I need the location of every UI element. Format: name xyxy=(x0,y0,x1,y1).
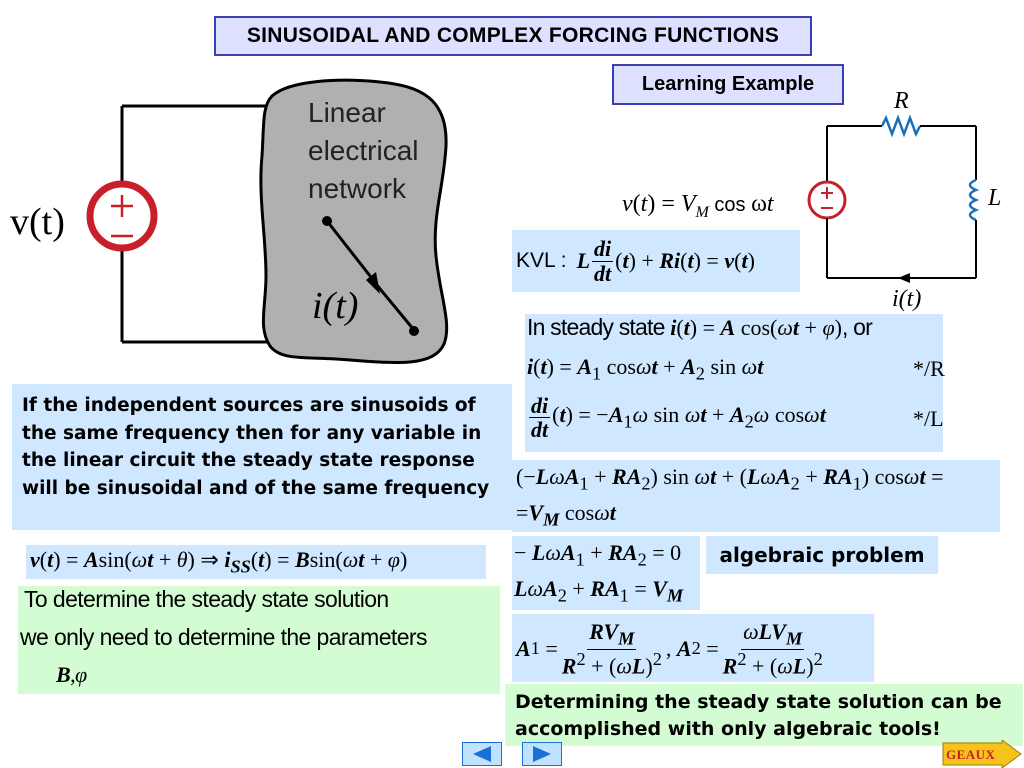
geaux-label: GEAUX xyxy=(946,747,996,762)
linear-network-figure xyxy=(86,78,449,365)
network-current-label: i(t) xyxy=(312,285,359,327)
steady-state-intro: In steady state xyxy=(527,314,665,340)
conclusion-text: Determining the steady state solution ca… xyxy=(505,684,1023,746)
network-label-line: electrical xyxy=(308,135,419,166)
learning-example-label: Learning Example xyxy=(612,64,844,105)
determine-block: To determine the steady state solution w… xyxy=(18,586,500,694)
rl-circuit-figure xyxy=(807,114,980,283)
network-blob xyxy=(259,78,449,365)
network-label-line: Linear xyxy=(308,97,386,128)
source-voltage-label: v(t) xyxy=(10,201,65,243)
expanded-line2: =VM cosωt xyxy=(516,500,616,530)
info-text: If the independent sources are sinusoids… xyxy=(12,384,512,530)
prev-slide-button[interactable] xyxy=(462,742,502,766)
steady-state-block: In steady state i(t) = A cos(ωt + φ), or… xyxy=(525,314,945,452)
determine-line2: we only need to determine the parameters xyxy=(20,624,427,650)
kvl-prefix: KVL : xyxy=(516,249,567,272)
system-eq1: − LωA1 + RA2 = 0 xyxy=(514,540,682,570)
circuit-current-label: i(t) xyxy=(892,286,922,312)
expanded-equation: (−LωA1 + RA2) sin ωt + (LωA2 + RA1) cosω… xyxy=(512,460,1000,532)
inductor-symbol xyxy=(968,178,980,222)
network-label-line: network xyxy=(308,173,407,204)
expanded-line1: (−LωA1 + RA2) sin ωt + (LωA2 + RA1) cosω… xyxy=(516,464,944,494)
geaux-button[interactable]: GEAUX xyxy=(942,740,1022,768)
determine-params: B,φ xyxy=(56,662,87,687)
steady-state-line2-tag: */L xyxy=(913,406,944,431)
steady-state-line1: i(t) = A1 cosωt + A2 sin ωt xyxy=(527,354,764,384)
response-equation: v(t) = Asin(ωt + θ) ⇒ iSS(t) = Bsin(ωt +… xyxy=(26,545,486,579)
triangle-left-icon xyxy=(473,746,491,762)
steady-state-line1-tag: */R xyxy=(913,356,945,381)
source-equation: v(t) = VM cos ωt xyxy=(622,191,774,221)
slide-title: SINUSOIDAL AND COMPLEX FORCING FUNCTIONS xyxy=(214,16,812,56)
system-eq2: LωA2 + RA1 = VM xyxy=(514,576,684,606)
geaux-arrow-shape xyxy=(942,740,1022,768)
resistor-symbol xyxy=(880,114,922,138)
next-slide-button[interactable] xyxy=(522,742,562,766)
triangle-right-icon xyxy=(533,746,551,762)
resistor-label: R xyxy=(894,88,909,114)
steady-state-intro-suffix: , or xyxy=(841,314,873,340)
algebraic-problem-label: algebraic problem xyxy=(706,536,938,574)
determine-line1: To determine the steady state solution xyxy=(24,586,389,612)
linear-system: − LωA1 + RA2 = 0 LωA2 + RA1 = VM xyxy=(512,536,700,610)
inductor-label: L xyxy=(988,185,1002,211)
